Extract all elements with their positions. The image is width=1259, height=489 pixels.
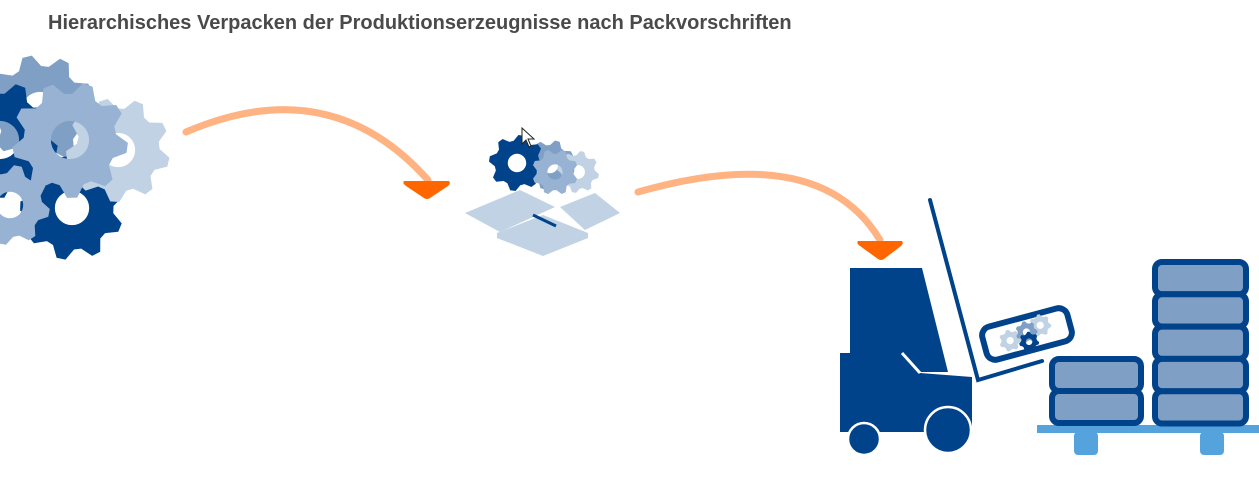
- crate: [1152, 388, 1249, 427]
- mouse-cursor-icon: [521, 126, 536, 148]
- crate: [1152, 291, 1249, 330]
- crate: [1049, 388, 1144, 426]
- gear-icon: [489, 135, 545, 191]
- gear-icon: [1019, 331, 1040, 352]
- pallet-stack-icon: [1037, 259, 1259, 455]
- gear-icon: [999, 329, 1022, 352]
- crate: [1152, 323, 1249, 362]
- crate: [1049, 356, 1144, 394]
- gear-icon: [533, 150, 577, 194]
- crate: [1152, 259, 1249, 298]
- flow-arrow-icon: [182, 106, 450, 199]
- gear-cluster-icon: [0, 55, 170, 260]
- flow-arrow-icon: [634, 170, 903, 260]
- crate: [1152, 355, 1249, 395]
- forklift-icon: [840, 198, 1075, 457]
- page-title: Hierarchisches Verpacken der Produktions…: [48, 12, 792, 34]
- gear-icon: [12, 83, 128, 198]
- open-box-icon: [465, 135, 620, 256]
